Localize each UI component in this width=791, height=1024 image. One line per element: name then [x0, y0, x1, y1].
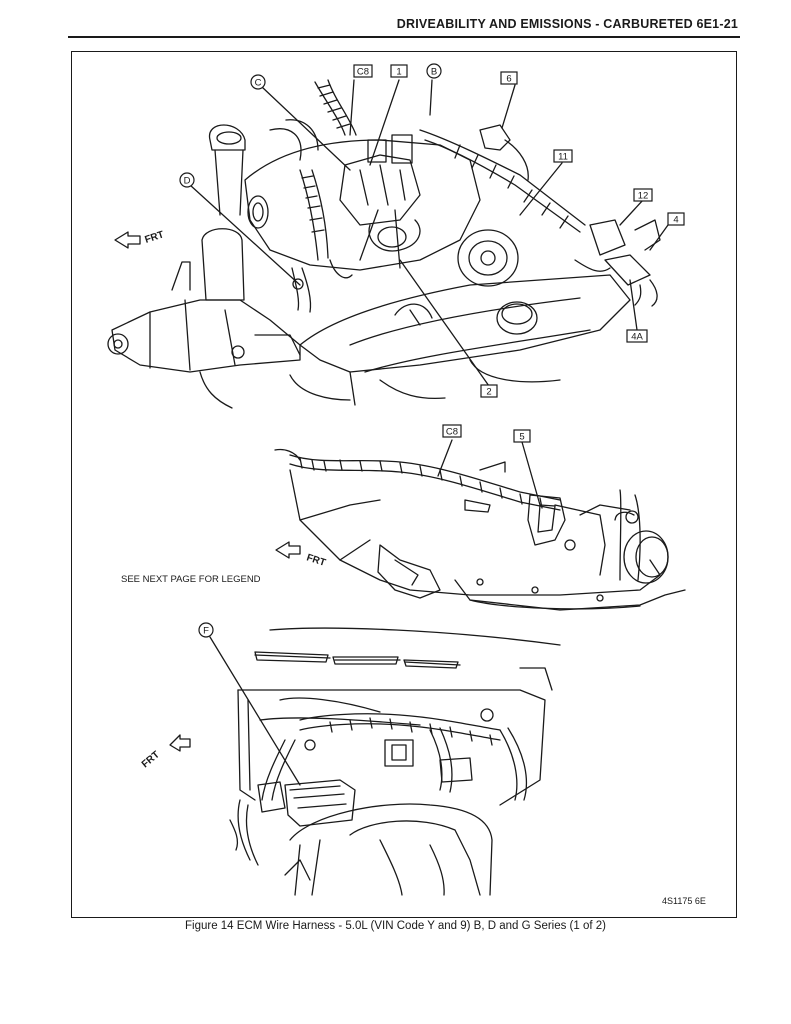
callout-5: 5 — [513, 429, 531, 443]
callout-c8-lower-text: C8 — [446, 427, 458, 438]
callout-6-text: 6 — [506, 74, 511, 85]
callout-1: 1 — [390, 64, 408, 78]
frt-label-bottom: FRT — [140, 749, 162, 770]
part-number: 4S1175 6E — [662, 896, 706, 906]
ecm-bottom-view — [169, 627, 561, 896]
callout-4-text: 4 — [673, 215, 678, 226]
callout-b-text: B — [431, 67, 437, 78]
callout-c8: C8 — [353, 64, 373, 78]
callout-d-text: D — [184, 176, 191, 187]
callout-11: 11 — [553, 149, 573, 163]
section-title: DRIVEABILITY AND EMISSIONS - CARBURETED … — [396, 17, 738, 31]
callout-c: C — [250, 74, 266, 90]
callout-2: 2 — [480, 384, 498, 398]
callout-2-text: 2 — [486, 387, 491, 398]
callout-labels: C C8 1 B 6 11 D 12 — [179, 63, 685, 638]
callout-4: 4 — [667, 212, 685, 226]
frt-label-top: FRT — [144, 229, 166, 245]
engine-top-view — [107, 79, 669, 409]
callout-4a-text: 4A — [631, 332, 643, 343]
callout-c8-lower: C8 — [442, 424, 462, 438]
callout-f: F — [198, 622, 214, 638]
callout-d: D — [179, 172, 195, 188]
callout-12: 12 — [633, 188, 653, 202]
callout-b: B — [426, 63, 442, 79]
callout-f-text: F — [203, 626, 209, 637]
callout-c-text: C — [255, 78, 262, 89]
figure-frame — [71, 51, 737, 918]
callout-11-text: 11 — [558, 152, 568, 163]
legend-note: SEE NEXT PAGE FOR LEGEND — [121, 574, 261, 585]
page-header: DRIVEABILITY AND EMISSIONS - CARBURETED … — [68, 14, 740, 38]
frt-label-middle: FRT — [305, 552, 327, 568]
harness-middle-view — [274, 439, 686, 611]
callout-5-text: 5 — [519, 432, 524, 443]
callout-4a: 4A — [626, 329, 648, 343]
callout-6: 6 — [500, 71, 518, 85]
callout-c8-text: C8 — [357, 67, 369, 78]
callout-1-text: 1 — [396, 67, 401, 78]
callout-12-text: 12 — [638, 191, 649, 202]
figure-caption: Figure 14 ECM Wire Harness - 5.0L (VIN C… — [185, 920, 606, 932]
